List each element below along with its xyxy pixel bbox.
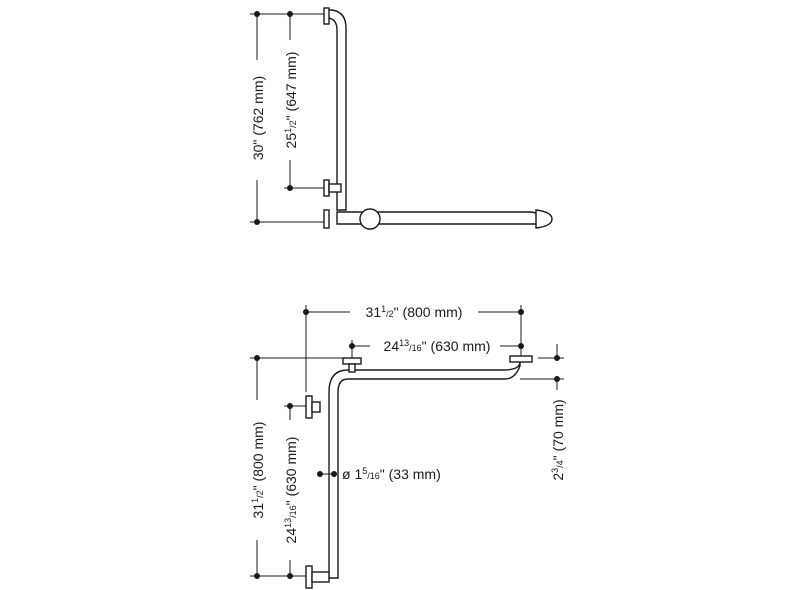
top-end-flange (535, 209, 553, 229)
plan-projection-label: 23/4" (70 mm) (550, 399, 566, 480)
plan-top-flange-post (348, 363, 356, 373)
plan-l-bar (328, 361, 521, 579)
top-vertical-bar (325, 9, 347, 211)
plan-lower-side-flange (305, 565, 313, 589)
plan-diameter-label: ø 15/16" (33 mm) (342, 466, 441, 482)
plan-lower-side-post (311, 571, 330, 583)
plan-overall-width-label: 311/2" (800 mm) (366, 304, 463, 320)
top-mid-flange (323, 179, 330, 197)
top-view: 30" (762 mm) 251/2" (647 mm) (250, 7, 553, 230)
plan-inner-height-label: 2413/16" (630 mm) (283, 437, 299, 544)
bottom-view: 311/2" (800 mm) 2413/16" (630 mm) 311/2"… (250, 304, 566, 589)
top-upper-flange (323, 7, 330, 25)
top-lower-flange (323, 209, 330, 229)
plan-end-flange (509, 355, 533, 363)
top-floor-flange (359, 208, 381, 230)
top-overall-height-label: 30" (762 mm) (250, 76, 266, 160)
top-mid-flange-post (328, 183, 342, 193)
plan-upper-side-flange (305, 395, 313, 419)
plan-top-flange (342, 357, 362, 365)
plan-upper-side-post (311, 401, 321, 413)
top-inner-height-label: 251/2" (647 mm) (283, 52, 299, 149)
plan-overall-height-label: 311/2" (800 mm) (250, 422, 266, 519)
plan-inner-width-label: 2413/16" (630 mm) (384, 338, 491, 354)
